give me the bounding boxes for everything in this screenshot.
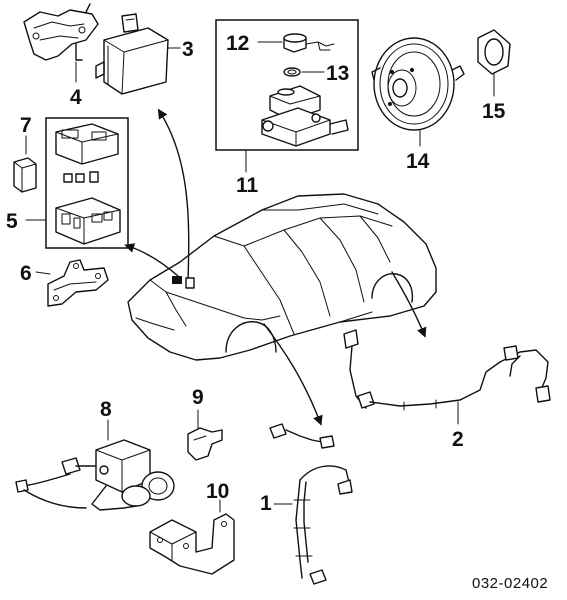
callout-12: 12 bbox=[226, 32, 249, 55]
callout-labels: 1 2 3 4 5 6 7 8 9 10 11 12 13 14 15 bbox=[6, 32, 506, 515]
diagram-part-number: 032-02402 bbox=[472, 575, 548, 592]
master-cylinder-part-11 bbox=[261, 85, 349, 147]
callout-13: 13 bbox=[326, 62, 349, 85]
callout-3: 3 bbox=[182, 38, 194, 61]
gasket-part-15 bbox=[477, 29, 511, 75]
seal-part-13 bbox=[283, 67, 301, 77]
relay-box-frame bbox=[45, 117, 129, 249]
car-outline bbox=[127, 193, 437, 361]
bracket-part-6 bbox=[47, 259, 109, 307]
relay-box-part-5 bbox=[55, 123, 121, 245]
leader-6 bbox=[35, 271, 51, 275]
callout-15: 15 bbox=[482, 100, 506, 123]
callout-1: 1 bbox=[260, 492, 272, 515]
control-unit-part-3 bbox=[95, 13, 169, 95]
sensor-part-1 bbox=[269, 423, 353, 585]
callout-8: 8 bbox=[100, 398, 112, 421]
master-cylinder-frame bbox=[215, 19, 359, 151]
callout-9: 9 bbox=[192, 386, 204, 409]
relay-part-7 bbox=[13, 157, 37, 193]
callout-4: 4 bbox=[70, 86, 82, 109]
cap-part-12 bbox=[283, 33, 335, 53]
bracket-part-9 bbox=[187, 427, 223, 461]
callout-5: 5 bbox=[6, 210, 18, 233]
callout-2: 2 bbox=[452, 428, 464, 451]
bracket-part-4 bbox=[23, 3, 99, 61]
callout-10: 10 bbox=[206, 480, 229, 503]
callout-6: 6 bbox=[20, 262, 32, 285]
callout-11: 11 bbox=[236, 174, 259, 197]
reference-arrows bbox=[124, 108, 427, 426]
bracket-part-10 bbox=[149, 513, 235, 575]
callout-14: 14 bbox=[406, 150, 430, 173]
abs-modulator-part-8 bbox=[15, 439, 175, 511]
booster-part-14 bbox=[371, 37, 465, 131]
sensor-part-2 bbox=[343, 329, 551, 411]
callout-7: 7 bbox=[20, 114, 32, 137]
